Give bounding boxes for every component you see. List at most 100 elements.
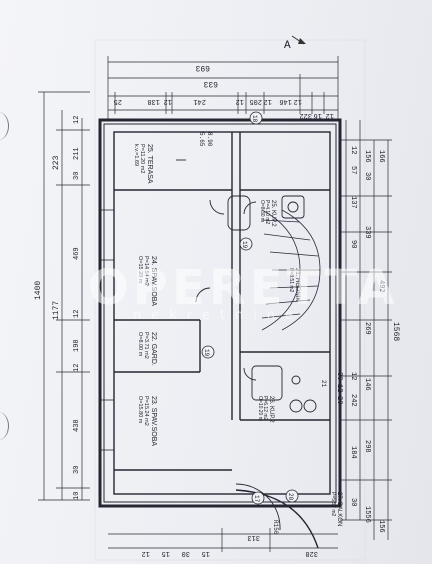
dim-label: 25 [114, 97, 122, 105]
svg-text:P=5.57 m2: P=5.57 m2 [330, 492, 336, 517]
svg-text:27. BALKON: 27. BALKON [336, 492, 342, 526]
dim-label: 30 [349, 498, 357, 506]
watermark-subtitle: nekretnine [132, 308, 303, 323]
marker-circle [285, 489, 299, 503]
balcony-edge [235, 489, 319, 549]
dim-label: 269 [363, 322, 371, 335]
svg-text:25. KUP.2: 25. KUP.2 [270, 200, 276, 227]
svg-text:O=8.30 m: O=8.30 m [259, 200, 265, 222]
binder-hole [0, 412, 9, 440]
dim-label: 12 [73, 310, 81, 318]
marker-label: 18 [251, 115, 258, 123]
svg-text:P=4.10 m2: P=4.10 m2 [264, 200, 270, 225]
svg-text:21. HODNIK: 21. HODNIK [294, 268, 300, 301]
dim-label: 137 [349, 196, 357, 209]
dim-label: 198 [73, 339, 81, 352]
dim-label: 298 [363, 440, 371, 453]
svg-text:P=3.71 m2: P=3.71 m2 [143, 332, 149, 359]
dim-label: 16 [314, 111, 322, 119]
room-label-kup2-upper: 25. KUP.2 P=4.10 m2 O=8.30 m [259, 200, 276, 227]
binder-hole [0, 112, 9, 140]
right-dimension-lines [340, 120, 392, 540]
dim-label: 241 [193, 97, 206, 105]
markers [201, 111, 299, 505]
dim-label: 12 [236, 97, 244, 105]
dim-label: 57 [349, 166, 357, 174]
room-label-kup2-lower: 26. KUP.2 P=6.12 m2 O=10.20 m [257, 396, 274, 423]
dim-label: 438 [73, 419, 81, 432]
dim-label: 12 [164, 97, 172, 105]
marker-circle [251, 491, 265, 505]
marker-label: 8.90 [206, 132, 213, 147]
door-swings [176, 159, 281, 531]
dim-label: 184 [349, 446, 357, 459]
room-label-hodnik: 21. HODNIK P=8.51 m2 [288, 268, 300, 301]
dim-label: 30 [363, 172, 371, 180]
left-extra-dim: 223 [52, 155, 61, 170]
top-dimension-lines [107, 56, 339, 120]
svg-text:23. SPAV.SOBA: 23. SPAV.SOBA [150, 396, 157, 446]
dim-label: 146 [279, 97, 292, 105]
dim-label: 15 [202, 549, 210, 557]
dim-label: 492 [377, 280, 385, 293]
dim-label: 30 [73, 466, 81, 474]
left-overall-dim: 1400 [34, 281, 43, 300]
north-arrow-icon [291, 35, 306, 45]
dim-label: 211 [73, 147, 81, 160]
marker-label: R156 [272, 520, 279, 535]
room-label-spav-soba-23: 23. SPAV.SOBA P=15.24 m2 O=15.80 m [137, 396, 157, 446]
top-sub-dim: 633 [203, 79, 218, 88]
dim-label: 166 [377, 150, 385, 163]
svg-text:O=15.80 m: O=15.80 m [137, 396, 143, 424]
dim-label: 242 [349, 394, 357, 407]
marker-circle [249, 111, 263, 125]
top-overall-dim: 693 [195, 63, 210, 72]
room-label-gard: 22. GARD. P=3.71 m2 O=8.00 m [137, 332, 157, 366]
walls [98, 118, 342, 549]
svg-text:P=6.12 m2: P=6.12 m2 [262, 396, 268, 421]
dim-label: 30 [73, 172, 81, 180]
marker-label: 21 [320, 380, 327, 388]
dim-label: 15 [162, 549, 170, 557]
dim-label: 322 [299, 111, 312, 119]
bottom-dims: 313 328 15 30 15 12 [142, 533, 318, 557]
dim-label: 156 [377, 520, 385, 533]
dim-label: 12 [264, 97, 272, 105]
room-label-balkon: 27. BALKON P=5.57 m2 [330, 492, 342, 526]
dim-label: 205 [249, 97, 262, 105]
dim-label: 12 [349, 146, 357, 154]
marker-label: 17 [253, 495, 260, 503]
windows [100, 209, 114, 451]
dim-label: 12 [326, 111, 334, 119]
bath-fixtures [227, 195, 317, 413]
dim-label: 313 [247, 533, 260, 541]
svg-text:P=8.51 m2: P=8.51 m2 [288, 268, 294, 293]
svg-text:O=10.20 m: O=10.20 m [257, 396, 263, 421]
svg-text:O=15.20 m: O=15.20 m [137, 256, 143, 284]
svg-text:P=11.20 m2: P=11.20 m2 [139, 144, 145, 173]
marker-circle [201, 345, 215, 359]
marker-label: 20 [287, 493, 294, 501]
dim-label: 1556 [363, 506, 371, 523]
dim-label: 138 [147, 97, 160, 105]
dim-label: 469 [73, 247, 81, 260]
svg-text:P=14.54 m2: P=14.54 m2 [143, 256, 149, 286]
dim-label: 328 [305, 549, 318, 557]
dim-label: 146 [363, 378, 371, 391]
right-dims: 12 156 166 57 30 137 339 90 492 269 12 1… [335, 146, 400, 533]
svg-text:22. GARD.: 22. GARD. [150, 332, 157, 366]
marker-label: 19 [241, 241, 248, 249]
svg-text:P=15.24 m2: P=15.24 m2 [143, 396, 149, 426]
svg-text:25. TERASA: 25. TERASA [146, 144, 153, 184]
dim-label: 90 [349, 240, 357, 248]
watermark-logo: OPERETTA [88, 260, 399, 316]
dim-label: 12 [73, 116, 81, 124]
room-label-spav-soba-24: 24. SPAV.SOBA P=14.54 m2 O=15.20 m [137, 256, 157, 306]
dim-label: 12 [73, 364, 81, 372]
north-marker-label: A [284, 40, 291, 52]
dim-label: 156 [363, 150, 371, 163]
left-dimension-lines [38, 91, 90, 501]
dim-label: 12 [349, 372, 357, 380]
